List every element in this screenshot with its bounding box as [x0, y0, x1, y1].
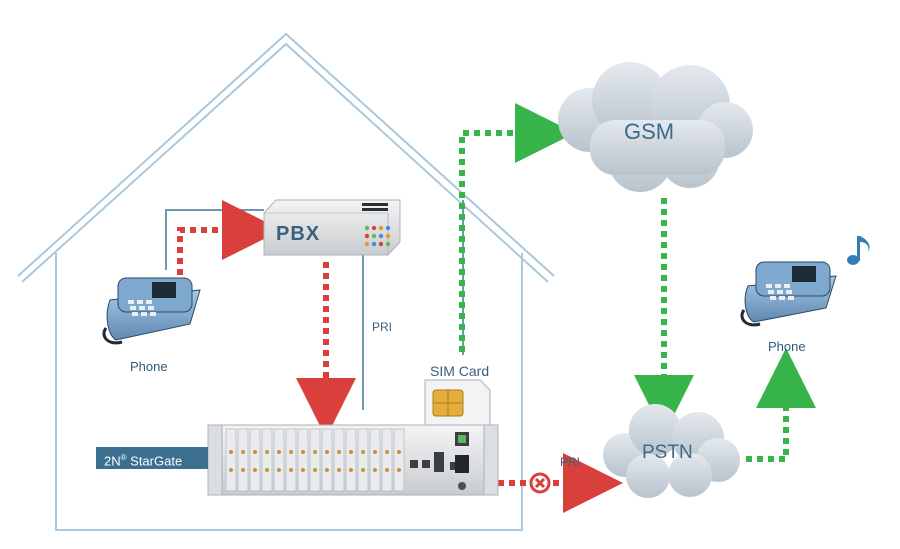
stargate-device [207, 424, 499, 496]
phone-icon-right [740, 261, 837, 327]
pri-label-horizontal: PRI [560, 455, 581, 469]
pstn-label: PSTN [642, 442, 693, 463]
phone-label-left: Phone [130, 359, 168, 374]
stargate-name: StarGate [126, 453, 183, 469]
stargate-badge: 2N® StarGate [96, 447, 208, 469]
pri-label-vertical: PRI [372, 320, 393, 334]
pbx-label: PBX [276, 223, 321, 245]
gsm-label: GSM [624, 119, 675, 144]
gsm-cloud [558, 62, 753, 192]
sim-card-icon [424, 379, 491, 426]
pbx-device [263, 199, 401, 256]
pstn-cloud [603, 404, 740, 498]
green-connections [459, 103, 816, 462]
stargate-registered-mark: ® [120, 453, 127, 462]
x-circle-icon [529, 472, 551, 494]
sim-card-label: SIM Card [430, 363, 490, 379]
stargate-prefix: 2N [104, 453, 121, 469]
phone-label-right: Phone [768, 339, 806, 354]
phone-icon-left [102, 277, 201, 345]
music-note-icon [847, 236, 870, 265]
